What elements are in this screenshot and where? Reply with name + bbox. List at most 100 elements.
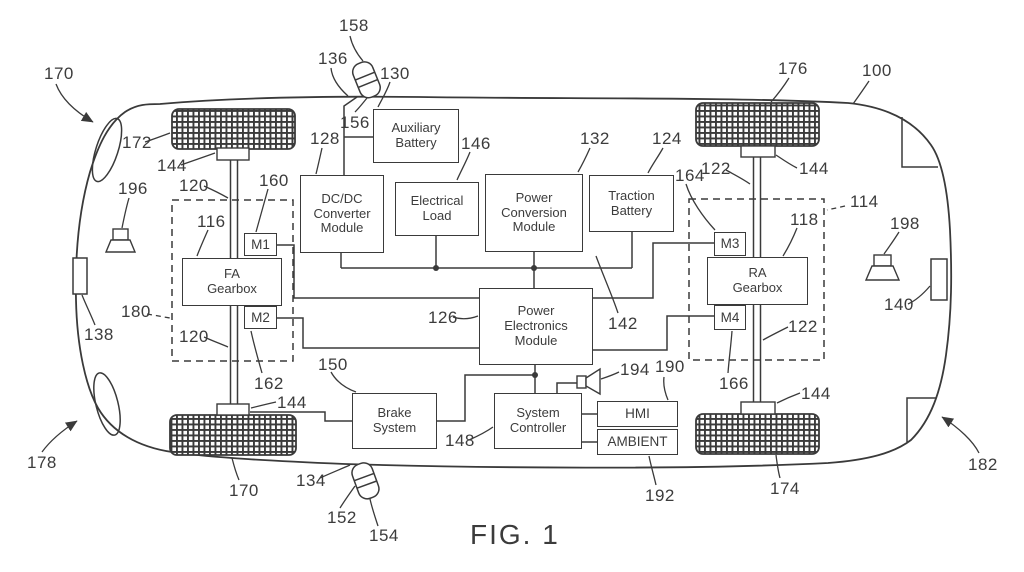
ref-170-wheel: 170 — [229, 481, 259, 500]
wire-brake-controller — [437, 374, 535, 422]
electrical-load-box: Electrical Load — [395, 182, 479, 236]
ref-120-front-bottom: 120 — [179, 327, 209, 346]
brake-system-label: Brake System — [372, 405, 417, 435]
tire-front-lower — [169, 414, 297, 456]
wire-speaker-controller — [556, 382, 578, 393]
rear-drive-unit-boundary — [688, 198, 825, 361]
dcdc-converter-module-box: DC/DC Converter Module — [300, 175, 384, 253]
ref-126: 126 — [428, 308, 458, 327]
ref-190: 190 — [655, 357, 685, 376]
ref-166: 166 — [719, 374, 749, 393]
power-electronics-module-label: Power Electronics Module — [504, 303, 568, 348]
wire-m4-pem — [593, 315, 714, 351]
ra-gearbox-label: RA Gearbox — [732, 265, 783, 295]
motor-m3-label: M3 — [720, 236, 740, 252]
ref-156: 156 — [340, 113, 370, 132]
junction-dots — [433, 265, 538, 378]
fa-gearbox-label: FA Gearbox — [207, 266, 257, 296]
ref-198: 198 — [890, 214, 920, 233]
traction-battery-box: Traction Battery — [589, 175, 674, 232]
ref-170-front: 170 — [44, 64, 74, 83]
ref-142: 142 — [608, 314, 638, 333]
wire-brake-frontwheel — [250, 411, 352, 422]
ref-100: 100 — [862, 61, 892, 80]
traction-battery-label: Traction Battery — [608, 187, 655, 218]
ref-150: 150 — [318, 355, 348, 374]
trunk-notch-top-right — [901, 117, 938, 168]
tire-rear-lower — [695, 413, 820, 455]
ref-118: 118 — [790, 210, 819, 229]
ref-148: 148 — [445, 431, 475, 450]
motor-m4-label: M4 — [720, 309, 740, 325]
dcdc-converter-module-label: DC/DC Converter Module — [313, 190, 371, 236]
hmi-label: HMI — [625, 406, 650, 422]
ref-194: 194 — [620, 360, 650, 379]
hmi-box: HMI — [597, 401, 678, 427]
power-electronics-module-box: Power Electronics Module — [479, 288, 593, 365]
side-marker-right — [930, 258, 948, 301]
rear-speaker-icon — [864, 254, 901, 281]
ref-164: 164 — [675, 166, 705, 185]
controller-speaker-icon — [576, 367, 601, 396]
ref-182: 182 — [968, 455, 998, 474]
ref-158: 158 — [339, 16, 369, 35]
ref-160: 160 — [259, 171, 289, 190]
ref-122-rear-bottom: 122 — [788, 317, 818, 336]
ambient-box: AMBIENT — [597, 429, 678, 455]
junction-dot — [531, 265, 537, 271]
motor-m4-box: M4 — [714, 305, 746, 330]
motor-m1-label: M1 — [251, 236, 270, 252]
top-charge-port-icon — [351, 61, 381, 99]
ref-144-rear-top: 144 — [799, 159, 829, 178]
ref-180: 180 — [121, 302, 151, 321]
ref-136: 136 — [318, 49, 348, 68]
wheel-hub-front-lower — [216, 403, 250, 416]
tire-front-upper — [171, 108, 296, 150]
ref-134: 134 — [296, 471, 326, 490]
leader-lines — [41, 35, 980, 527]
motor-m1-box: M1 — [244, 233, 277, 256]
ref-192: 192 — [645, 486, 675, 505]
wire-m2-pem — [277, 317, 479, 349]
bottom-charge-port-icon — [351, 462, 380, 500]
front-drive-unit-boundary — [171, 199, 294, 362]
car-body-outline — [74, 95, 953, 469]
trunk-notch-bottom-right — [906, 397, 936, 442]
wheel-hub-rear-lower — [740, 401, 776, 415]
side-marker-left — [72, 257, 88, 295]
tire-rear-upper — [695, 102, 820, 147]
wire-m3-pem — [593, 242, 714, 299]
system-controller-box: System Controller — [494, 393, 582, 449]
wiring — [250, 96, 714, 443]
system-controller-label: System Controller — [509, 405, 567, 435]
wire-chargeport-dcdc — [343, 96, 358, 175]
motor-m2-box: M2 — [244, 306, 277, 329]
junction-dot — [532, 372, 538, 378]
ref-120-front-top: 120 — [179, 176, 209, 195]
ref-144-front-top: 144 — [157, 156, 187, 175]
ref-138: 138 — [84, 325, 114, 344]
ra-gearbox-box: RA Gearbox — [707, 257, 808, 305]
motor-m2-label: M2 — [251, 309, 270, 325]
auxiliary-battery-label: Auxiliary Battery — [391, 120, 441, 150]
ref-122-rear-top: 122 — [701, 159, 731, 178]
ref-114: 114 — [850, 192, 879, 211]
ref-140: 140 — [884, 295, 914, 314]
fa-gearbox-box: FA Gearbox — [182, 258, 282, 306]
ref-124: 124 — [652, 129, 682, 148]
junction-dot — [433, 265, 439, 271]
auxiliary-battery-box: Auxiliary Battery — [373, 109, 459, 163]
wire-m1-pem — [277, 244, 479, 299]
ambient-label: AMBIENT — [607, 434, 668, 450]
ref-130: 130 — [380, 64, 410, 83]
front-speaker-icon — [104, 228, 137, 253]
headlight-oval-bottom — [93, 372, 121, 436]
ref-132: 132 — [580, 129, 610, 148]
headlight-oval-top — [91, 117, 123, 183]
motor-m3-box: M3 — [714, 232, 746, 256]
ref-116: 116 — [197, 212, 226, 231]
power-conversion-module-box: Power Conversion Module — [485, 174, 583, 252]
ref-152: 152 — [327, 508, 357, 527]
